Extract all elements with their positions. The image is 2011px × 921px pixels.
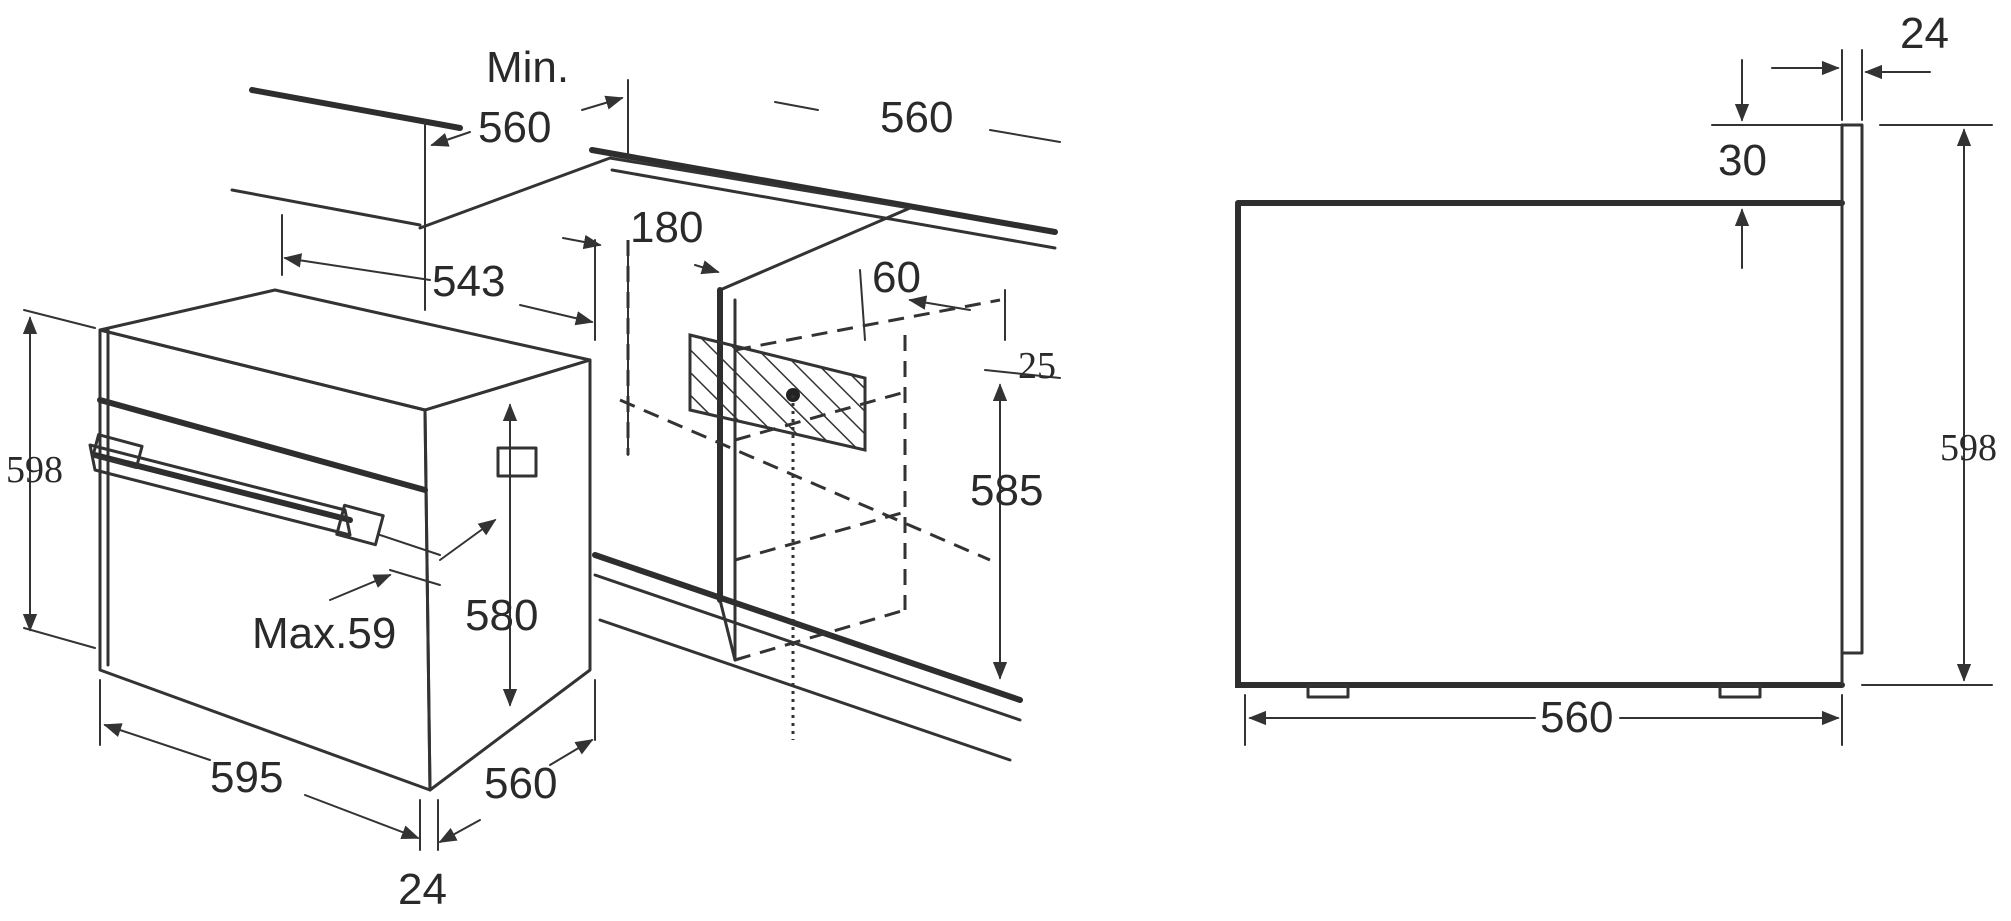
oven-body-depth-label: 560: [484, 759, 557, 808]
socket-offset-label: 180: [630, 203, 703, 252]
cabinet-view: Min. 560 560 543 180 60 25 598 585 580 M…: [6, 43, 1061, 914]
min-label: Min.: [486, 43, 569, 92]
handle-projection-label: Max.59: [252, 609, 396, 658]
side-depth-label: 560: [1540, 693, 1613, 742]
side-height-label: 598: [1940, 427, 1997, 469]
front-panel: [1840, 123, 1864, 655]
side-view: 24 30 598 560: [1235, 9, 1997, 746]
socket-depth-label: 60: [872, 253, 921, 302]
cabinet-depth-label: 560: [880, 93, 953, 142]
side-top-offset-label: 30: [1718, 136, 1767, 185]
oven-front: [98, 328, 432, 792]
panel-thickness-label: 24: [398, 865, 447, 914]
socket-area: [688, 333, 867, 452]
oven-top: [98, 288, 592, 412]
oven-width-label: 595: [210, 753, 283, 802]
side-panel-thickness-label: 24: [1900, 9, 1949, 58]
cabinet-width-min-label: 560: [478, 103, 551, 152]
oven-depth-label: 543: [432, 257, 505, 306]
oven-body-height-label: 580: [465, 591, 538, 640]
oven-side: [423, 358, 592, 792]
oven-height-label: 598: [6, 449, 63, 491]
socket-height-top-label: 25: [1018, 345, 1056, 387]
cabinet-opening-height-label: 585: [970, 466, 1043, 515]
